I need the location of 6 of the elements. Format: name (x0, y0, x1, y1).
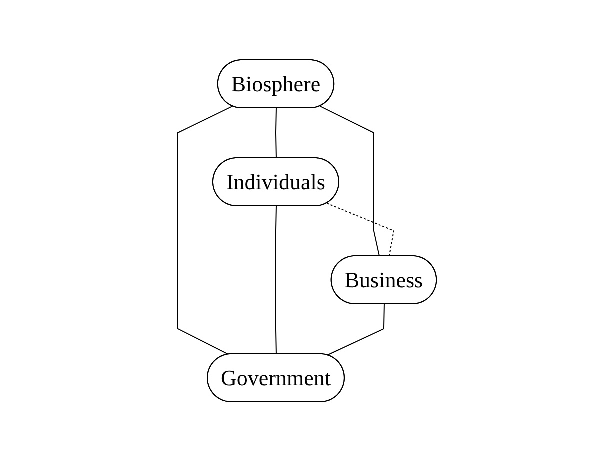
connector (326, 203, 395, 257)
connector (178, 106, 234, 356)
connector (327, 304, 386, 356)
connector (276, 108, 278, 159)
connector (276, 206, 278, 355)
connector (320, 106, 380, 257)
